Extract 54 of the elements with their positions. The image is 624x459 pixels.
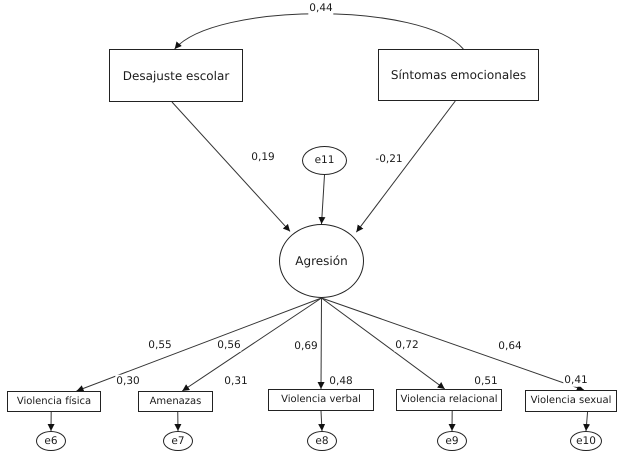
- edge-label: 0,55: [147, 338, 173, 352]
- variable-ellipse: [307, 431, 337, 451]
- variable-name: Violencia física: [16, 396, 92, 406]
- value-label: 0,31: [223, 374, 249, 388]
- value-label: 0,30: [115, 374, 141, 388]
- variable-name: e8: [315, 436, 329, 446]
- edge-label: -0,21: [374, 152, 404, 166]
- value-label: 0,41: [563, 374, 589, 386]
- variable-box: [525, 390, 617, 412]
- variable-name: Desajuste escolar: [122, 70, 230, 82]
- variable-box: [7, 391, 101, 412]
- variable-name: Violencia relacional: [400, 395, 498, 405]
- variable-box: [109, 49, 243, 102]
- variable-box: [268, 389, 374, 411]
- arrow: [318, 298, 325, 390]
- variable-name: Violencia verbal: [281, 395, 361, 405]
- arrow: [448, 410, 456, 432]
- variable-name: e7: [171, 436, 185, 446]
- arrow: [318, 174, 326, 224]
- arrow: [174, 13, 464, 50]
- arrow: [321, 298, 446, 390]
- edge-label: 0,69: [293, 340, 319, 352]
- variable-name: e9: [445, 436, 459, 446]
- arrow: [48, 412, 55, 432]
- variable-ellipse: [302, 146, 347, 175]
- edge-label: 0,72: [394, 338, 420, 352]
- variable-name: Amenazas: [150, 396, 202, 406]
- arrow: [321, 298, 584, 391]
- variable-ellipse: [163, 431, 193, 451]
- variable-box: [396, 389, 502, 411]
- variable-name: e6: [44, 436, 58, 446]
- edge-label: 0,19: [250, 150, 276, 164]
- arrow: [182, 298, 322, 392]
- variable-name: Violencia sexual: [530, 396, 612, 406]
- arrow: [171, 102, 291, 232]
- edge-label: 0,44: [308, 2, 334, 14]
- edge-label: 0,56: [216, 338, 242, 352]
- variable-ellipse: [570, 431, 602, 451]
- variable-name: e10: [576, 436, 596, 446]
- variable-name: e11: [314, 155, 334, 166]
- arrow: [76, 298, 322, 392]
- edge-label: 0,64: [497, 340, 523, 352]
- arrow: [318, 410, 326, 432]
- variable-name: Agresión: [295, 255, 348, 267]
- variable-ellipse: [437, 431, 467, 451]
- variable-box: [378, 49, 539, 101]
- variable-name: Síntomas emocionales: [390, 69, 526, 81]
- arrow: [174, 412, 182, 432]
- value-label: 0,51: [473, 374, 499, 388]
- variable-box: [138, 391, 213, 412]
- arrow: [583, 412, 590, 432]
- variable-ellipse: [36, 431, 66, 451]
- arrow: [356, 100, 456, 233]
- value-label: 0,48: [328, 374, 354, 388]
